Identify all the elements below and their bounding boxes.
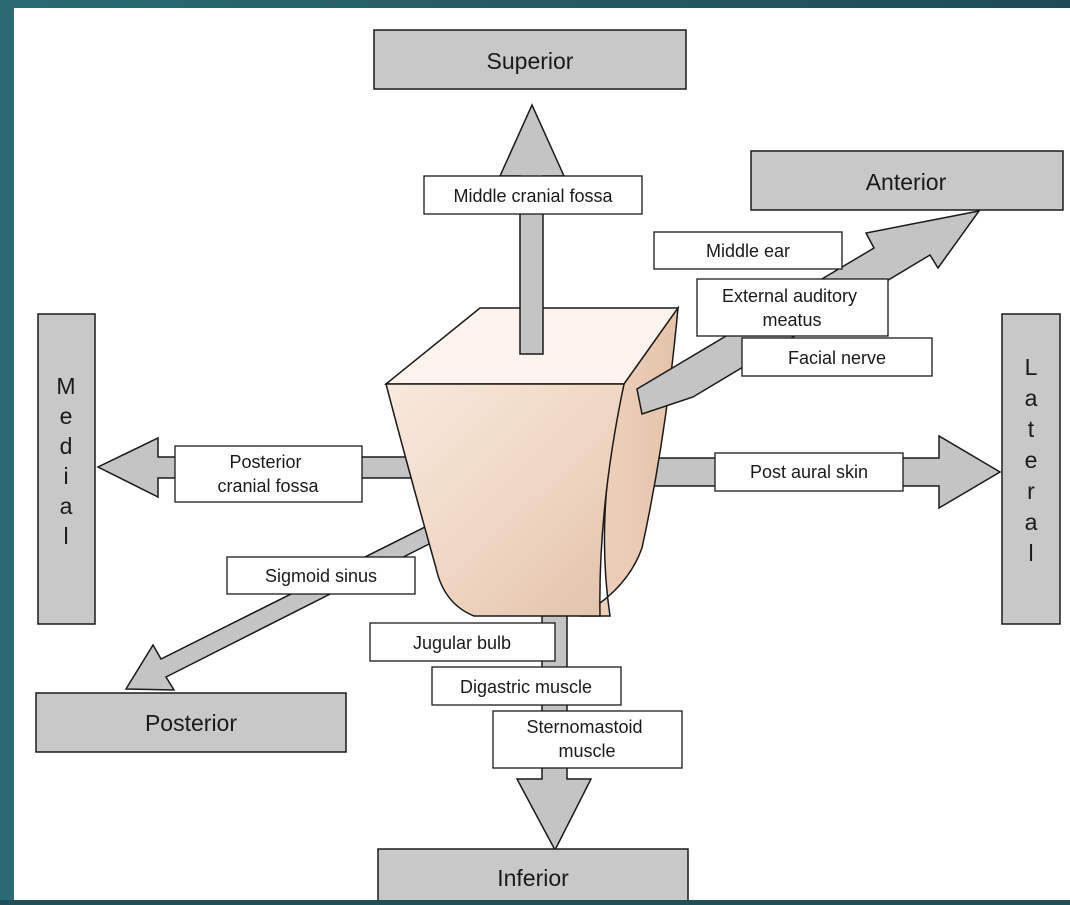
posterior-label: Posterior (145, 710, 237, 736)
medial-letter: M (56, 373, 75, 399)
external-auditory-meatus-label: External auditory meatus (722, 286, 862, 330)
jugular-bulb-label: Jugular bulb (413, 633, 511, 653)
facial-nerve-label: Facial nerve (788, 348, 886, 368)
middle-cranial-fossa-label: Middle cranial fossa (453, 186, 613, 206)
digastric-muscle-box: Digastric muscle (431, 666, 622, 706)
digastric-muscle-label: Digastric muscle (460, 677, 592, 697)
lateral-letter: a (1025, 509, 1038, 535)
sternomastoid-muscle-line-1: Sternomastoid (526, 717, 642, 737)
medial-letter: e (60, 403, 73, 429)
medial-letter: i (63, 463, 68, 489)
post-aural-skin-label: Post aural skin (750, 462, 868, 482)
middle-ear-box: Middle ear (653, 231, 843, 270)
sternomastoid-muscle-label: Sternomastoid muscle (526, 717, 647, 761)
posterior-cranial-fossa-label: Posterior cranial fossa (217, 452, 319, 496)
superior-box: Superior (373, 29, 687, 90)
sternomastoid-muscle-line-2: muscle (558, 741, 615, 761)
middle-ear-label: Middle ear (706, 241, 790, 261)
sigmoid-sinus-box: Sigmoid sinus (226, 556, 416, 595)
medial-letter: l (63, 523, 68, 549)
inferior-label: Inferior (497, 865, 569, 891)
anterior-label: Anterior (866, 169, 947, 195)
jugular-bulb-box: Jugular bulb (369, 622, 556, 662)
lateral-letter: t (1028, 416, 1035, 442)
post-aural-skin-box: Post aural skin (714, 452, 904, 492)
medial-letter: a (60, 493, 73, 519)
lateral-letter: e (1025, 447, 1038, 473)
lateral-letter: r (1027, 478, 1035, 504)
sigmoid-sinus-label: Sigmoid sinus (265, 566, 377, 586)
external-auditory-meatus-line-1: External auditory (722, 286, 857, 306)
external-auditory-meatus-line-2: meatus (762, 310, 821, 330)
posterior-cranial-fossa-line-2: cranial fossa (217, 476, 319, 496)
lateral-letter: a (1025, 385, 1038, 411)
middle-cranial-fossa-box: Middle cranial fossa (423, 175, 643, 215)
superior-label: Superior (487, 48, 574, 74)
medial-letter: d (60, 433, 73, 459)
inferior-box: Inferior (377, 848, 689, 905)
posterior-box: Posterior (35, 692, 347, 753)
posterior-cranial-fossa-box: Posterior cranial fossa (174, 445, 363, 503)
facial-nerve-box: Facial nerve (741, 337, 933, 377)
block-front-face (385, 383, 625, 617)
lateral-letter: L (1025, 354, 1038, 380)
external-auditory-meatus-box: External auditory meatus (696, 278, 889, 337)
lateral-letter: l (1028, 540, 1033, 566)
anterior-box: Anterior (750, 150, 1064, 211)
posterior-cranial-fossa-line-1: Posterior (229, 452, 301, 472)
sternomastoid-muscle-box: Sternomastoid muscle (492, 710, 683, 769)
